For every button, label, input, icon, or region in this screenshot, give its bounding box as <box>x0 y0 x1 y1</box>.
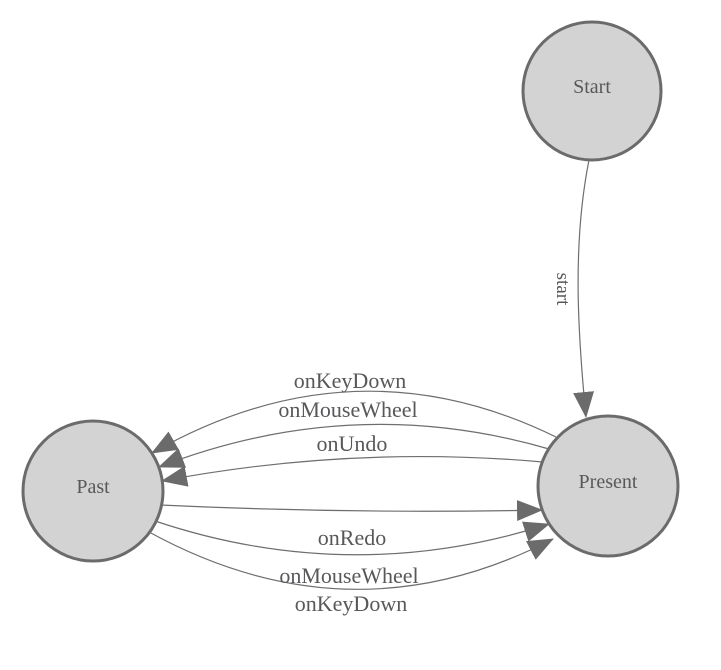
edge-label-start: start <box>552 273 573 306</box>
edge-past-to-present-onredo <box>159 500 543 522</box>
edge-present-to-past-onkeydown <box>151 390 557 454</box>
edge-past-to-present-onkeydown <box>148 531 554 590</box>
edge-past-to-present-onmousewheel <box>154 520 550 556</box>
edge-label-onundo: onUndo <box>317 431 388 456</box>
edge-label-onmousewheel-top: onMouseWheel <box>278 397 417 422</box>
state-label-start: Start <box>573 76 611 98</box>
state-label-past: Past <box>76 476 110 498</box>
state-node-start <box>521 20 663 162</box>
edge-label-onkeydown-top: onKeyDown <box>294 368 406 393</box>
edge-start-to-present <box>573 159 595 418</box>
state-node-past <box>21 419 165 563</box>
edge-present-to-past-onundo <box>161 455 544 487</box>
state-label-present: Present <box>579 471 638 493</box>
edge-label-onredo: onRedo <box>318 525 386 550</box>
edge-present-to-past-onmousewheel <box>158 423 550 468</box>
edge-label-onmousewheel-bottom: onMouseWheel <box>279 563 418 588</box>
state-node-present <box>536 414 680 558</box>
edge-label-onkeydown-bottom: onKeyDown <box>295 591 407 616</box>
